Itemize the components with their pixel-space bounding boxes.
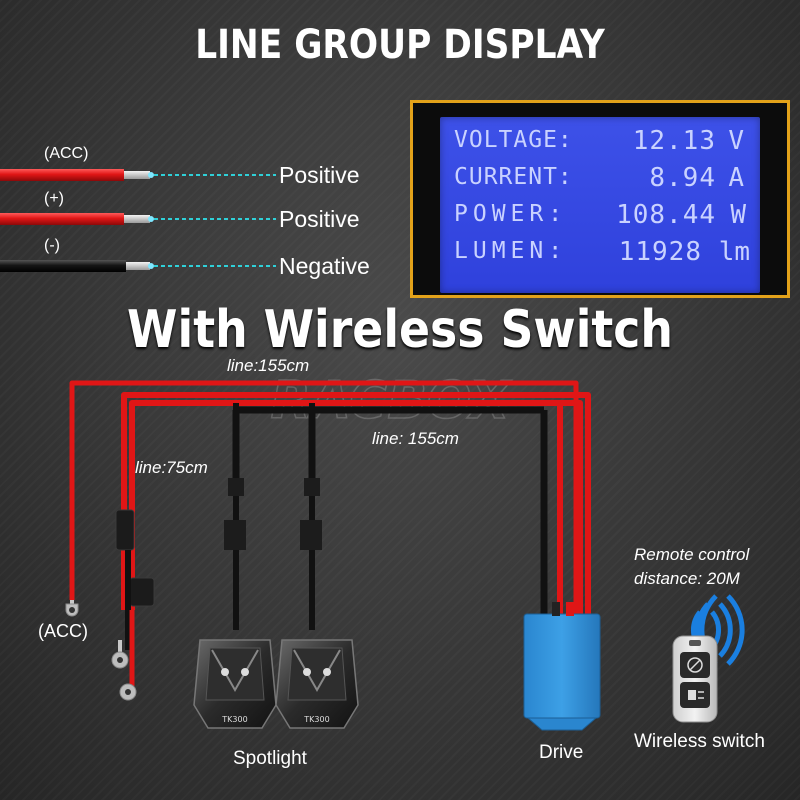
label-drive: Drive xyxy=(539,742,584,763)
lcd-label: LUMEN: xyxy=(454,238,568,264)
wire-tag-negative: (-) xyxy=(44,237,60,254)
label-remote-note-1: Remote control xyxy=(634,545,750,564)
lcd-value: 12.13 xyxy=(632,126,716,156)
wire-label-negative: Negative xyxy=(279,253,370,279)
wire-tag-acc: (ACC) xyxy=(44,145,89,162)
wire-label-positive: Positive xyxy=(279,206,360,232)
lcd-label: POWER: xyxy=(454,201,568,227)
wire-negative xyxy=(0,260,276,272)
drive-box xyxy=(523,602,601,731)
lcd-label: CURRENT: xyxy=(454,164,573,190)
wireless-remote xyxy=(672,594,745,723)
spotlight-right: TK300 xyxy=(275,639,359,729)
wire-bundle-main xyxy=(121,392,591,620)
ring-terminal-acc xyxy=(65,600,79,617)
label-remote-note-2: distance: 20M xyxy=(634,569,740,588)
lcd-display: VOLTAGE: 12.13 V CURRENT: 8.94 A POWER: … xyxy=(410,100,790,298)
lamp-model-left: TK300 xyxy=(221,715,247,724)
lcd-unit: A xyxy=(728,163,744,193)
label-line-mid: line: 155cm xyxy=(372,429,459,448)
label-acc-terminal: (ACC) xyxy=(38,621,88,641)
wire-label-acc: Positive xyxy=(279,162,360,188)
label-line-top: line:155cm xyxy=(227,356,310,375)
lcd-row-voltage: VOLTAGE: 12.13 V xyxy=(454,123,750,160)
wire-legend-graphic xyxy=(0,169,276,272)
wire-tag-positive: (+) xyxy=(44,190,64,207)
spotlight-connector-right xyxy=(300,410,322,630)
lcd-value: 8.94 xyxy=(649,163,716,193)
spotlight-left: TK300 xyxy=(193,639,277,729)
lcd-value: 11928 xyxy=(618,237,702,267)
label-wireless-switch: Wireless switch xyxy=(634,731,765,752)
lcd-value: 108.44 xyxy=(616,200,716,230)
wire-outer-red xyxy=(69,380,579,620)
wire-acc xyxy=(0,169,276,181)
spotlight-connector-left xyxy=(224,410,246,630)
page-title: LINE GROUP DISPLAY xyxy=(195,22,605,68)
fuse-holder xyxy=(115,509,155,650)
lcd-label: VOLTAGE: xyxy=(454,127,573,153)
lcd-row-power: POWER: 108.44 W xyxy=(454,197,750,234)
wire-positive xyxy=(0,213,276,225)
lamp-model-right: TK300 xyxy=(303,715,329,724)
lcd-unit: V xyxy=(728,126,744,156)
lcd-screen: VOLTAGE: 12.13 V CURRENT: 8.94 A POWER: … xyxy=(440,117,760,293)
lcd-unit: lm xyxy=(718,237,750,267)
lcd-row-current: CURRENT: 8.94 A xyxy=(454,160,750,197)
label-spotlight: Spotlight xyxy=(233,748,307,769)
lcd-row-lumen: LUMEN: 11928 lm xyxy=(454,234,750,271)
lcd-unit: W xyxy=(730,200,746,230)
ring-terminal-neg xyxy=(111,640,129,669)
label-line-side: line:75cm xyxy=(135,458,208,477)
ring-terminal-pos xyxy=(119,610,137,701)
section-title: With Wireless Switch xyxy=(127,300,673,360)
